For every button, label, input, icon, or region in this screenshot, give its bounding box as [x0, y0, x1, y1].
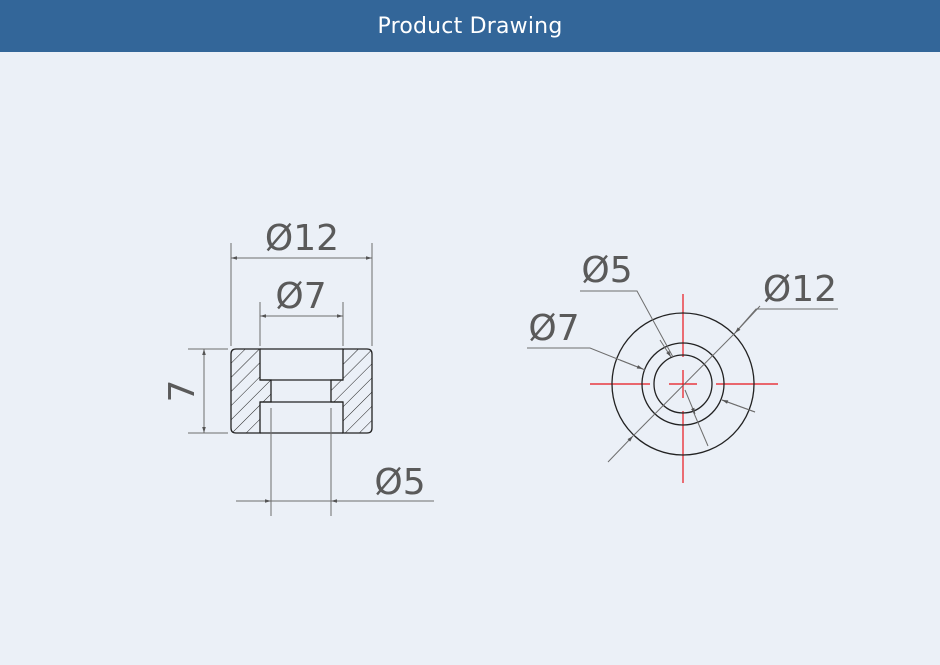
svg-text:Ø12: Ø12: [265, 218, 339, 259]
svg-text:Ø12: Ø12: [763, 269, 837, 310]
leader-outer-diameter: Ø12: [607, 269, 838, 463]
hatched-right-wall: [330, 348, 373, 434]
svg-text:Ø7: Ø7: [275, 276, 326, 317]
header-bar: Product Drawing: [0, 0, 940, 52]
hole-circle: [653, 354, 713, 414]
svg-text:Ø5: Ø5: [581, 250, 632, 291]
section-view: Ø12 Ø7 Ø5 7: [162, 218, 434, 516]
front-view: Ø5 Ø7 Ø12: [527, 250, 838, 483]
centerlines: [590, 294, 778, 483]
svg-text:Ø7: Ø7: [528, 308, 579, 349]
counterbore-circle: [641, 342, 725, 426]
svg-text:Ø5: Ø5: [374, 462, 425, 503]
extension-lines: [188, 243, 373, 516]
outer-circle: [611, 312, 755, 456]
leader-hole-diameter: Ø5: [580, 250, 709, 447]
svg-text:7: 7: [162, 380, 203, 403]
bore-outline: [260, 348, 343, 434]
dim-hole-diameter: Ø5: [236, 462, 434, 503]
page-title: Product Drawing: [377, 13, 563, 39]
dim-height: 7: [162, 349, 206, 433]
dim-counterbore-diameter: Ø7: [260, 276, 343, 318]
hatched-left-wall: [230, 348, 272, 434]
inner-arrows: [619, 339, 672, 370]
dim-outer-diameter: Ø12: [231, 218, 372, 260]
circles: [611, 312, 755, 456]
product-drawing: Ø12 Ø7 Ø5 7: [162, 218, 838, 516]
